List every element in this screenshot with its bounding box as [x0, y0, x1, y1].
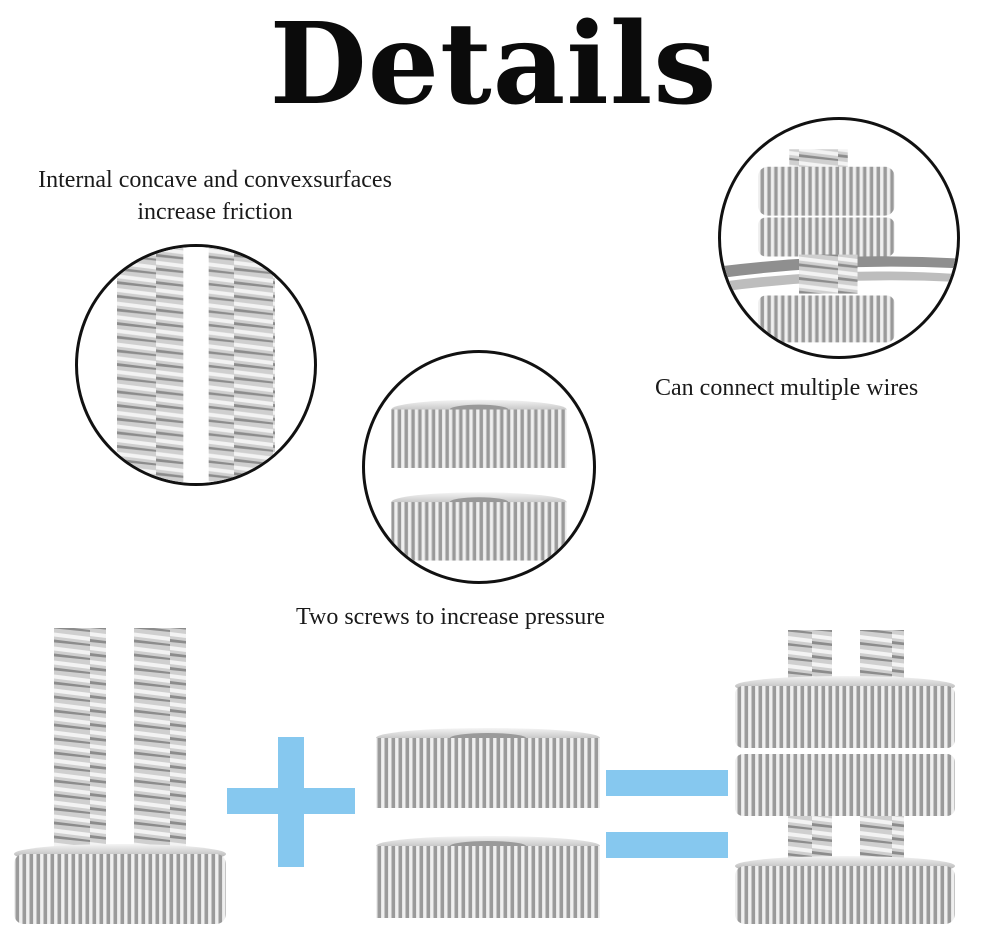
caption-pressure: Two screws to increase pressure [296, 604, 605, 630]
knurled-nuts-image [372, 728, 604, 928]
plus-icon-vertical [278, 737, 304, 867]
page-title: Details [269, 0, 718, 130]
thread-closeup-image [75, 244, 317, 486]
equals-icon-lower [606, 832, 728, 858]
slotted-screw-image [10, 618, 230, 930]
caption-wires: Can connect multiple wires [655, 375, 919, 401]
assembled-connector-image [732, 620, 958, 930]
caption-friction: Internal concave and convexsurfaces incr… [38, 167, 392, 225]
nuts-closeup-image [362, 350, 596, 584]
equals-icon [606, 770, 728, 796]
wire-connection-closeup-image [718, 117, 960, 359]
